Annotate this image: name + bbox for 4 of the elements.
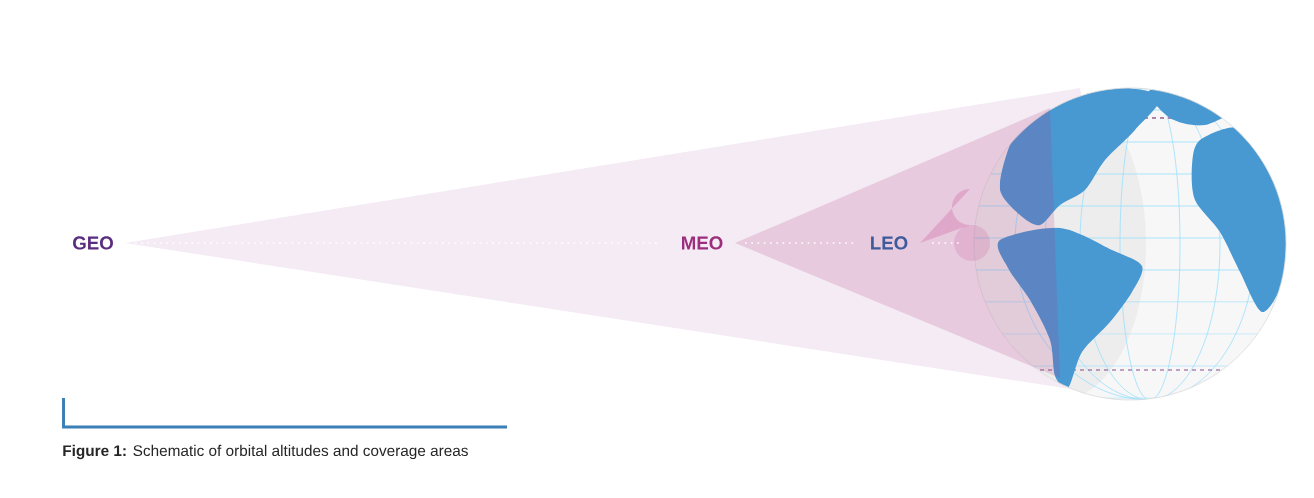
figure-caption: Figure 1: Schematic of orbital altitudes and coverage areas — [63, 444, 468, 460]
orbit-label: GEO — [73, 236, 113, 250]
orbit-label: LEO — [871, 236, 908, 250]
orbit-label: MEO — [682, 236, 723, 250]
